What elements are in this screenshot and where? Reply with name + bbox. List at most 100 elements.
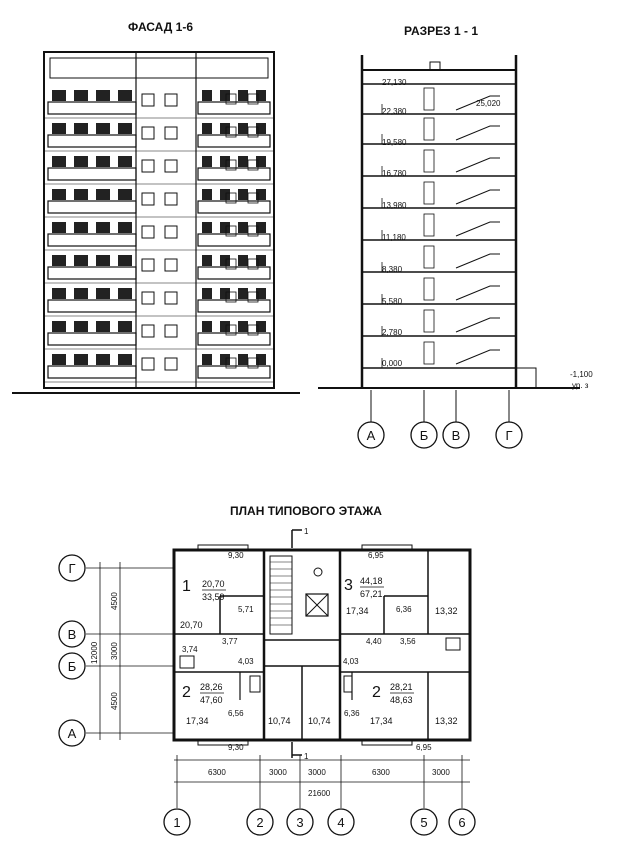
- facade-window-dark: [220, 90, 230, 101]
- room-area: 13,32: [435, 606, 458, 616]
- level-mark: 13,980: [382, 201, 407, 210]
- level-mark: 8,380: [382, 265, 403, 274]
- axis-label: Б: [68, 659, 77, 674]
- axis-bubble: [286, 808, 314, 836]
- section-stair-flight: [455, 253, 500, 269]
- facade-window-dark: [96, 354, 110, 365]
- facade-window: [141, 291, 155, 305]
- col-dimension: 3000: [308, 768, 326, 777]
- axis-label: 4: [337, 815, 344, 830]
- small-area: 3,56: [400, 637, 416, 646]
- facade-balcony: [197, 299, 271, 313]
- facade-window-dark: [118, 255, 132, 266]
- section-roof-vent: [429, 61, 441, 71]
- section-door: [423, 87, 435, 111]
- roof-level-mark: 25,020: [476, 99, 501, 108]
- facade-window-dark: [96, 321, 110, 332]
- small-area: 4,03: [343, 657, 359, 666]
- axis-bubble: [58, 620, 86, 648]
- balcony-area: 6,95: [368, 551, 384, 560]
- facade-window-dark: [256, 189, 266, 200]
- facade-window-dark: [202, 354, 212, 365]
- facade-window-dark: [74, 123, 88, 134]
- room-area: 17,34: [186, 716, 209, 726]
- section-door: [423, 309, 435, 333]
- total-width-dimension: 21600: [308, 789, 331, 798]
- facade-window-dark: [202, 321, 212, 332]
- axis-bubble: [448, 808, 476, 836]
- facade-window-dark: [220, 354, 230, 365]
- facade-window: [247, 159, 259, 171]
- facade-window: [247, 126, 259, 138]
- plan-drawing: 1 1: [58, 527, 476, 836]
- facade-window-dark: [52, 354, 66, 365]
- facade-window: [141, 126, 155, 140]
- axis-bubble: [410, 421, 438, 449]
- facade-window-dark: [118, 123, 132, 134]
- section-door: [423, 277, 435, 301]
- row-dimension: 3000: [110, 642, 119, 660]
- section-door: [423, 181, 435, 205]
- axis-bubble: [58, 554, 86, 582]
- chute: [313, 567, 323, 577]
- small-area: 6,36: [344, 709, 360, 718]
- facade-window: [141, 324, 155, 338]
- section-stair-flight: [455, 349, 500, 365]
- facade-window-dark: [118, 189, 132, 200]
- facade-window: [247, 357, 259, 369]
- small-area: 6,56: [228, 709, 244, 718]
- apartment-number: 1: [182, 578, 191, 595]
- small-area: 4,03: [238, 657, 254, 666]
- axis-label: Г: [68, 561, 75, 576]
- level-mark: 22,380: [382, 107, 407, 116]
- small-area: 5,71: [238, 605, 254, 614]
- stair-steps: [270, 561, 292, 626]
- facade-balcony: [47, 101, 137, 115]
- bathtub: [343, 675, 353, 693]
- facade-window: [247, 324, 259, 336]
- facade-balcony: [197, 233, 271, 247]
- facade-window-dark: [220, 222, 230, 233]
- facade-window-dark: [220, 189, 230, 200]
- stove: [445, 637, 461, 651]
- level-mark: 19,580: [382, 138, 407, 147]
- apartment-number: 2: [372, 684, 381, 701]
- facade-window-dark: [74, 156, 88, 167]
- facade-window-dark: [96, 156, 110, 167]
- ground-level-note: ур. з: [572, 381, 589, 390]
- facade-balcony: [47, 233, 137, 247]
- facade-balcony: [197, 134, 271, 148]
- row-dimension: 4500: [110, 592, 119, 610]
- small-area: 3,77: [222, 637, 238, 646]
- section-stair-flight: [455, 189, 500, 205]
- facade-window: [225, 291, 237, 303]
- facade-window-dark: [118, 288, 132, 299]
- facade-window: [247, 93, 259, 105]
- apartment-living-area: 28,21: [390, 682, 413, 692]
- facade-window-dark: [238, 90, 248, 101]
- facade-window-dark: [74, 321, 88, 332]
- facade-window: [164, 324, 178, 338]
- cut-mark-label: 1: [304, 527, 309, 536]
- facade-window: [164, 357, 178, 371]
- facade-window-dark: [256, 255, 266, 266]
- facade-window-dark: [52, 255, 66, 266]
- axis-label: А: [367, 428, 376, 443]
- apartment-total-area: 48,63: [390, 695, 413, 705]
- facade-window-dark: [238, 156, 248, 167]
- facade-window: [164, 159, 178, 173]
- axis-label: А: [68, 726, 77, 741]
- facade-window: [225, 324, 237, 336]
- facade-window-dark: [118, 156, 132, 167]
- facade-balcony: [47, 200, 137, 214]
- small-area: 4,40: [366, 637, 382, 646]
- apartment-living-area: 28,26: [200, 682, 223, 692]
- section-door: [423, 213, 435, 237]
- plan-column-axes: 6300 3000 3000 6300 3000 21600 1 2 3 4 5…: [163, 755, 476, 836]
- facade-window: [164, 225, 178, 239]
- level-mark: 27,130: [382, 78, 407, 87]
- facade-window: [247, 192, 259, 204]
- facade-window-dark: [256, 123, 266, 134]
- facade-window-dark: [118, 321, 132, 332]
